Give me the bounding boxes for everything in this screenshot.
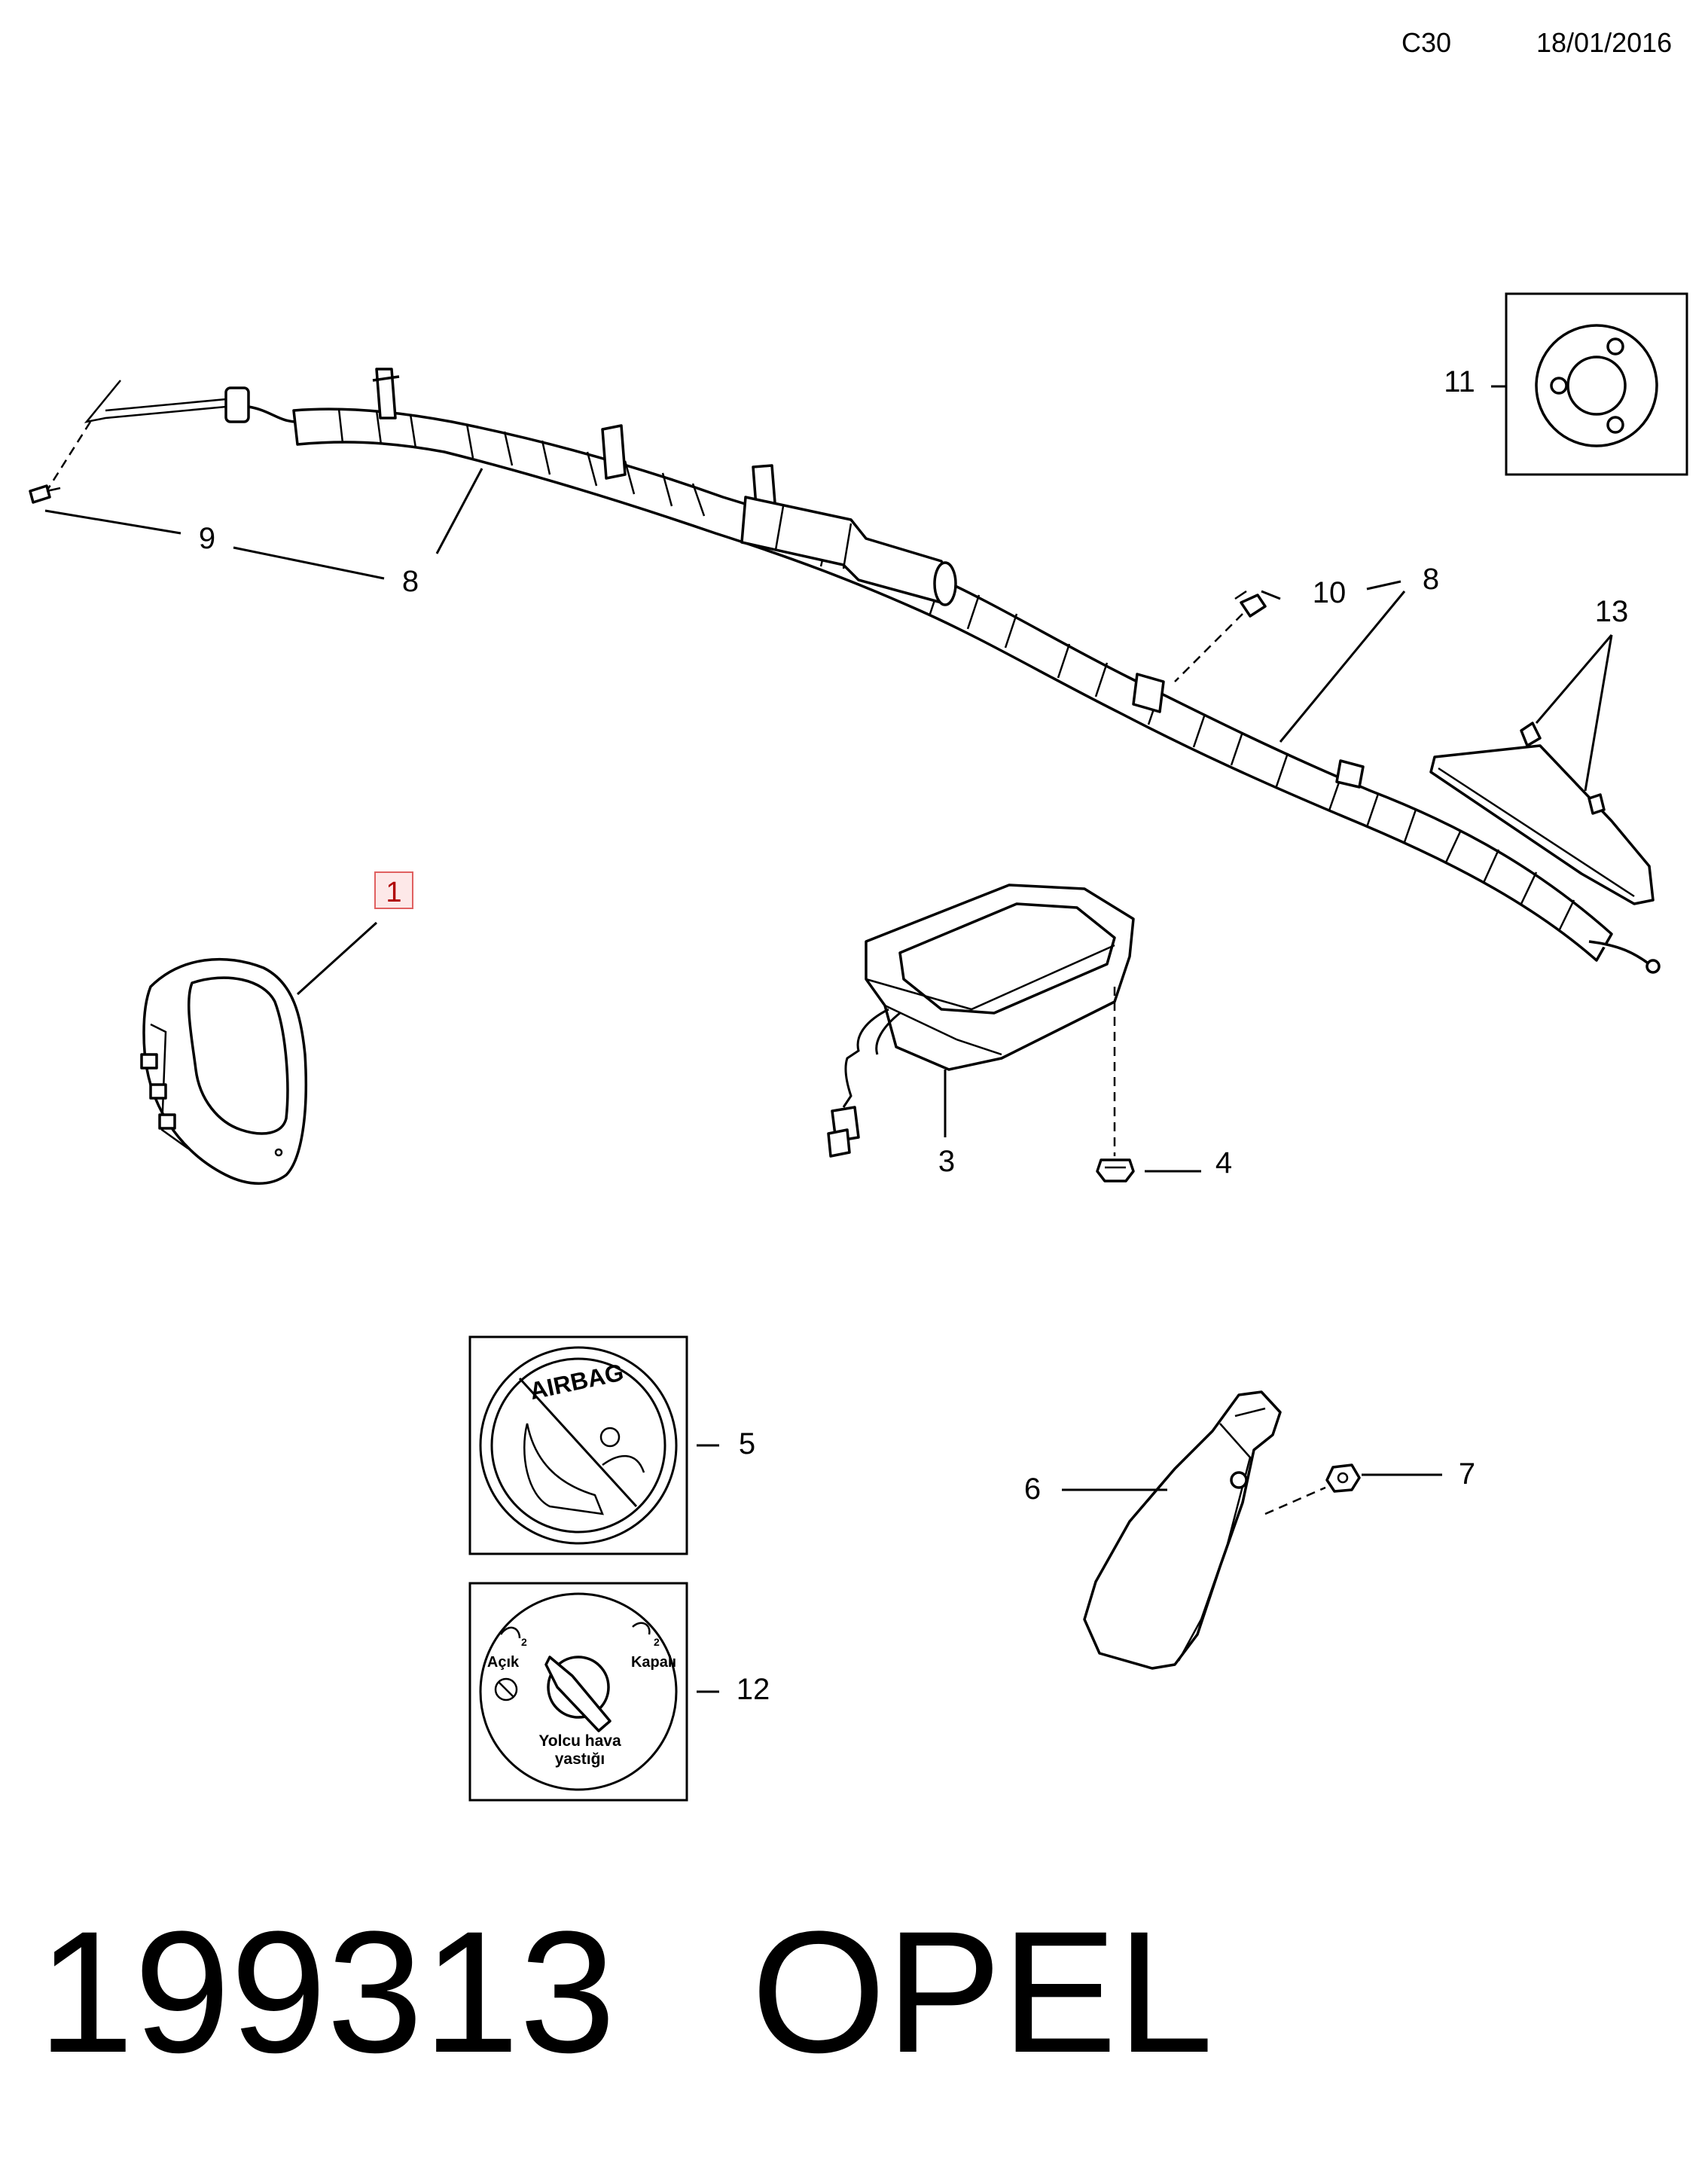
diagram-code: C30 bbox=[1401, 27, 1452, 58]
nut-part-4[interactable] bbox=[1096, 1158, 1135, 1183]
switch-off-subscript: 2 bbox=[654, 1636, 660, 1648]
callout-7[interactable]: 7 bbox=[1459, 1457, 1475, 1491]
bolt-part-9[interactable] bbox=[29, 421, 92, 504]
switch-caption-line1: Yolcu hava bbox=[538, 1732, 621, 1750]
callout-6[interactable]: 6 bbox=[1024, 1473, 1041, 1506]
passenger-airbag-part-3[interactable] bbox=[827, 884, 1135, 1158]
callout-11[interactable]: 11 bbox=[1444, 365, 1475, 398]
switch-on-label: Açık bbox=[487, 1654, 520, 1671]
driver-airbag-part-1[interactable] bbox=[140, 957, 307, 1185]
callout-13[interactable]: 13 bbox=[1595, 595, 1629, 628]
clip-part-10[interactable] bbox=[1174, 590, 1267, 682]
footer-part-number: 199313 bbox=[38, 1895, 616, 2089]
washer-detail-part-11[interactable] bbox=[1505, 292, 1688, 476]
footer-brand: OPEL bbox=[751, 1895, 1214, 2089]
callout-1[interactable]: 1 bbox=[386, 877, 401, 908]
trim-part-13[interactable] bbox=[1429, 722, 1655, 905]
callout-3[interactable]: 3 bbox=[938, 1145, 955, 1178]
switch-off-label: Kapalı bbox=[631, 1654, 676, 1671]
airbag-warning-label-part-5[interactable]: AIRBAG bbox=[468, 1335, 688, 1555]
callout-12[interactable]: 12 bbox=[737, 1673, 770, 1706]
callout-5[interactable]: 5 bbox=[739, 1427, 755, 1460]
diagram-date: 18/01/2016 bbox=[1536, 27, 1673, 58]
callout-9[interactable]: 9 bbox=[199, 522, 215, 555]
callout-8-front[interactable]: 8 bbox=[1423, 563, 1439, 596]
switch-caption-line2: yastığı bbox=[555, 1750, 605, 1768]
airbag-sticker-text: AIRBAG bbox=[527, 1359, 626, 1405]
selected-callout-box[interactable] bbox=[374, 871, 413, 909]
switch-on-subscript: 2 bbox=[521, 1636, 527, 1648]
side-airbag-part-6[interactable] bbox=[1083, 1390, 1326, 1670]
leader-lines bbox=[44, 385, 1613, 1693]
passenger-airbag-switch-label-part-12[interactable]: Açık Kapalı 2 2 Yolcu hava yastığı bbox=[468, 1582, 688, 1802]
nut-part-7[interactable] bbox=[1325, 1463, 1361, 1493]
curtain-airbag-part-8[interactable] bbox=[84, 368, 1661, 974]
callout-10[interactable]: 10 bbox=[1313, 576, 1347, 609]
callout-4[interactable]: 4 bbox=[1215, 1146, 1232, 1180]
callout-8-rear[interactable]: 8 bbox=[402, 565, 419, 598]
